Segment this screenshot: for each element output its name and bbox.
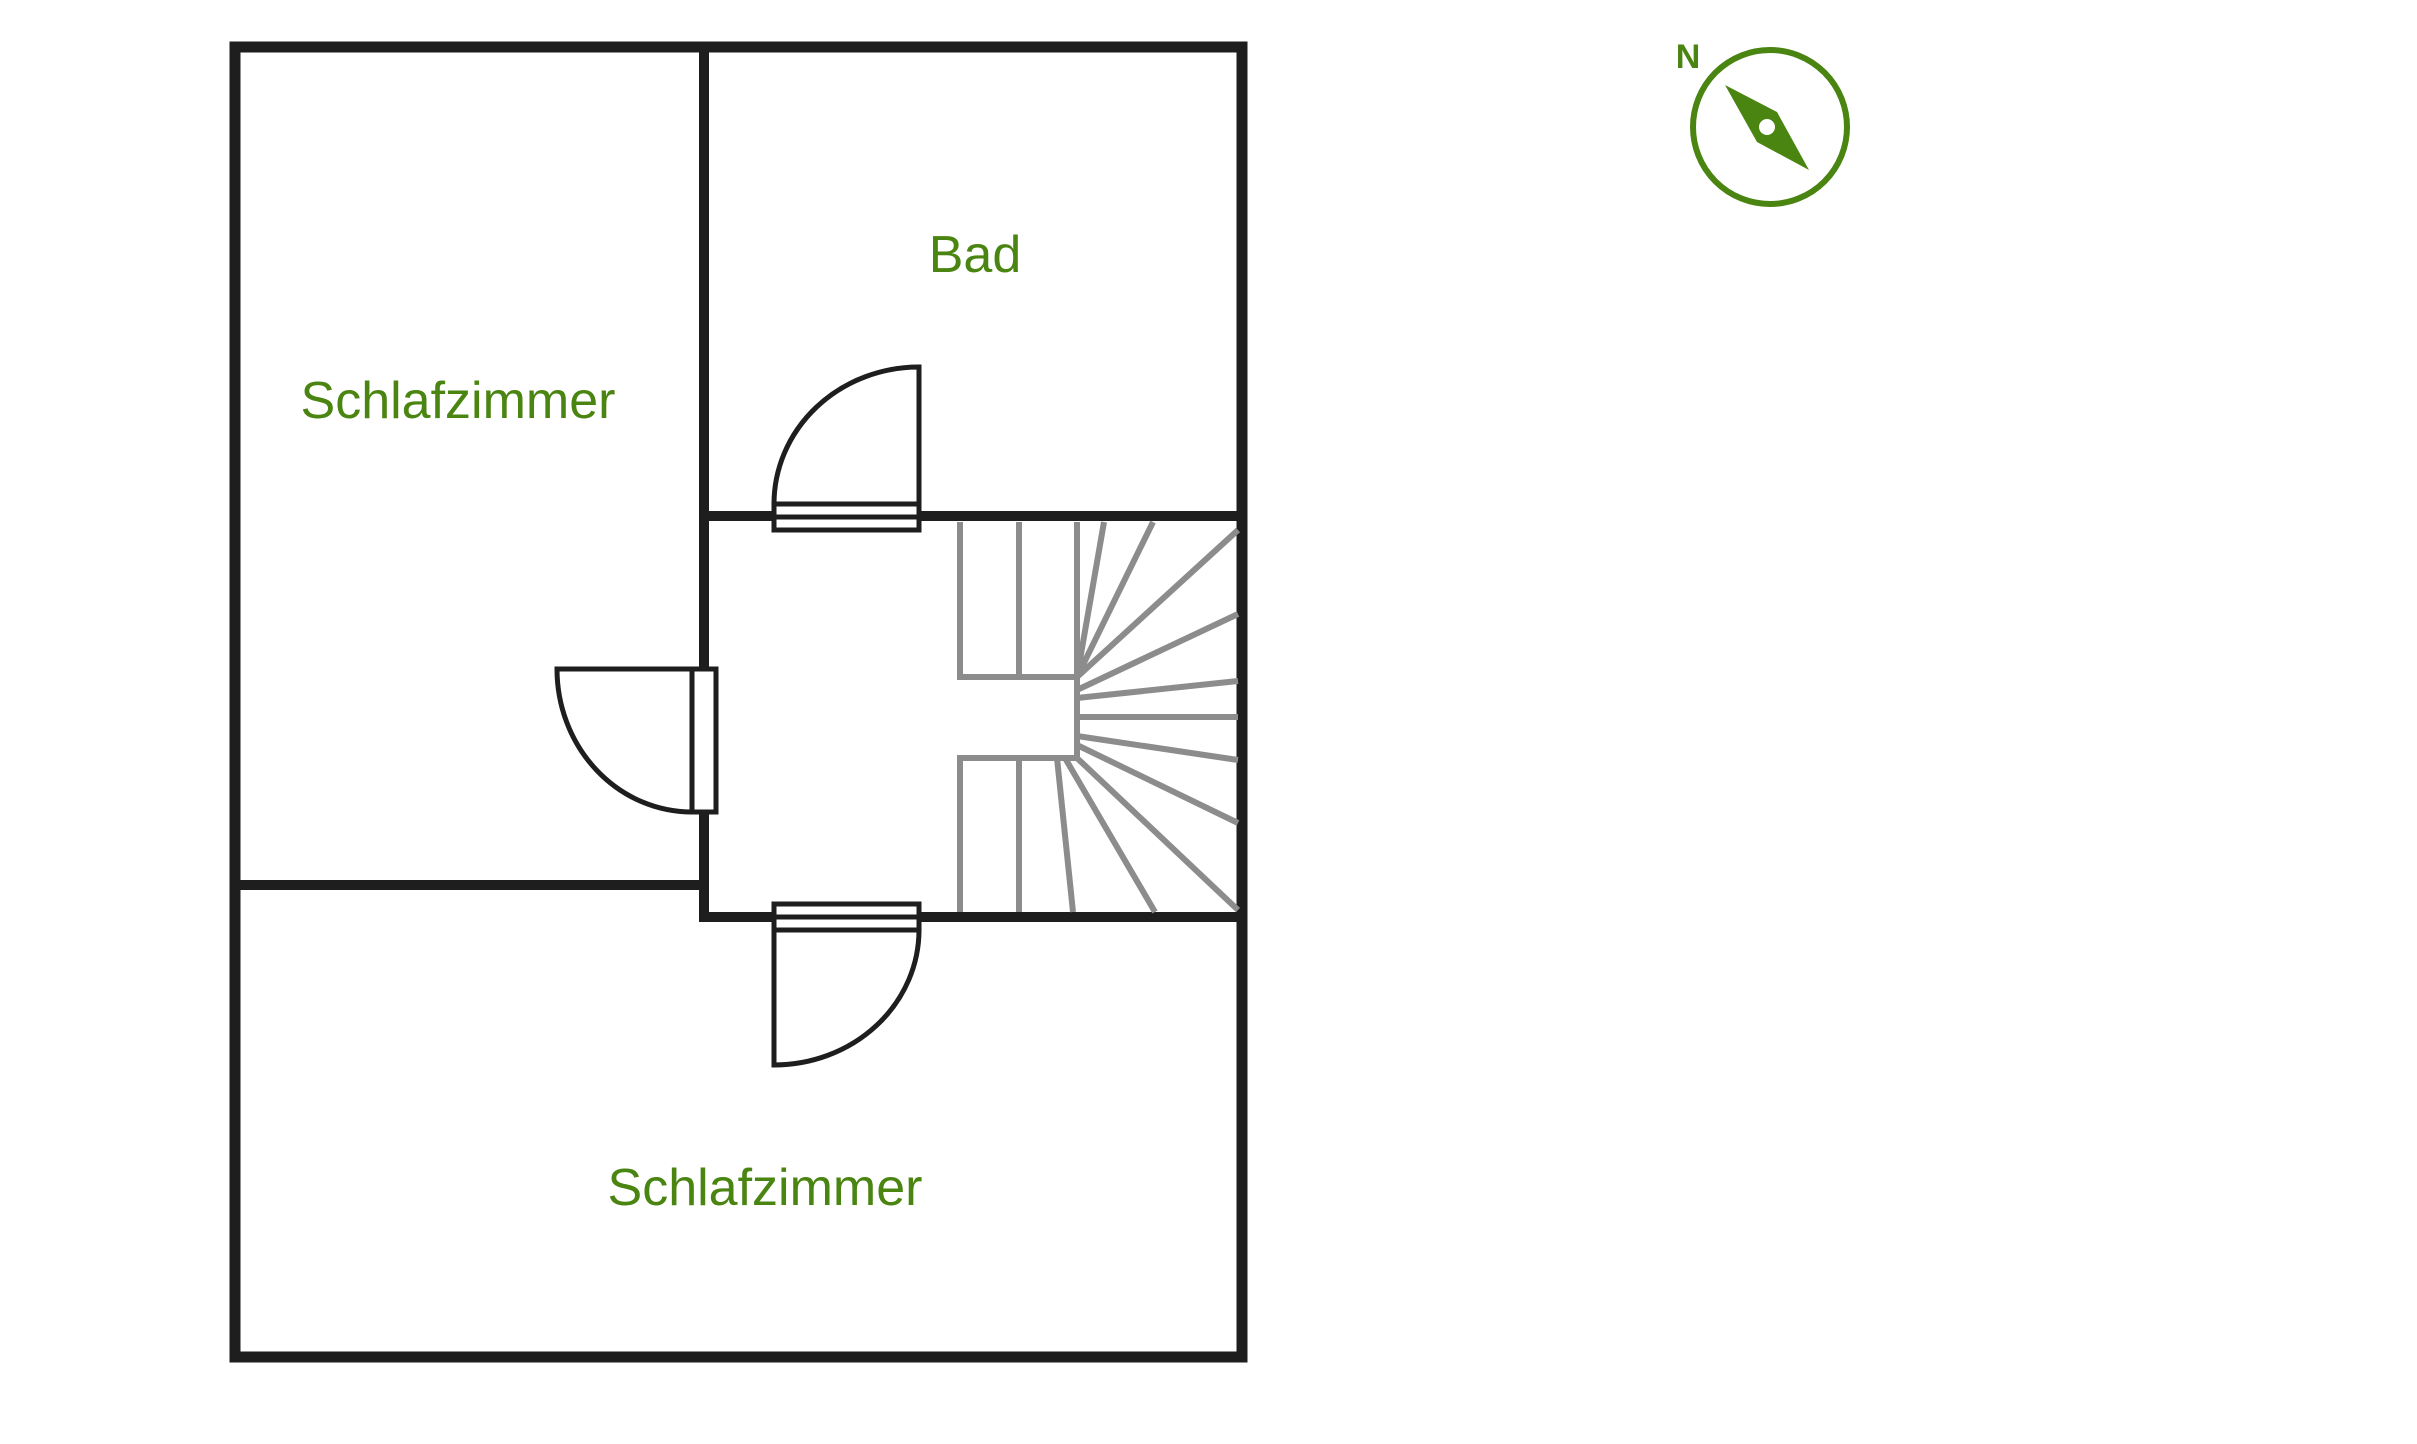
compass-icon: N <box>1676 38 1850 207</box>
outer-wall <box>229 41 1248 1363</box>
stair-tread <box>1074 520 1156 679</box>
stair-tread <box>1062 756 1158 914</box>
room-label-schlafzimmer-top: Schlafzimmer <box>301 372 616 430</box>
compass-north-label: N <box>1676 38 1701 76</box>
room-label-bad: Bad <box>929 226 1022 284</box>
stair-tread <box>1074 521 1107 678</box>
door-bedroom-bottom-swing <box>771 929 922 1068</box>
stair-tread <box>1054 757 1076 913</box>
staircase <box>957 520 1241 914</box>
room-label-schlafzimmer-bottom: Schlafzimmer <box>608 1159 923 1217</box>
stair-tread <box>1074 755 1241 913</box>
stair-tread <box>1075 742 1240 826</box>
door-bedroom-top-swing <box>554 666 693 815</box>
stair-tread <box>1076 678 1239 701</box>
stair-tread <box>1074 527 1241 680</box>
stair-tread <box>1076 733 1239 763</box>
doors <box>554 364 922 1068</box>
door-bad-swing <box>771 364 922 505</box>
door-bedroom-top-frame <box>689 666 719 815</box>
stair-tread <box>1075 611 1240 693</box>
